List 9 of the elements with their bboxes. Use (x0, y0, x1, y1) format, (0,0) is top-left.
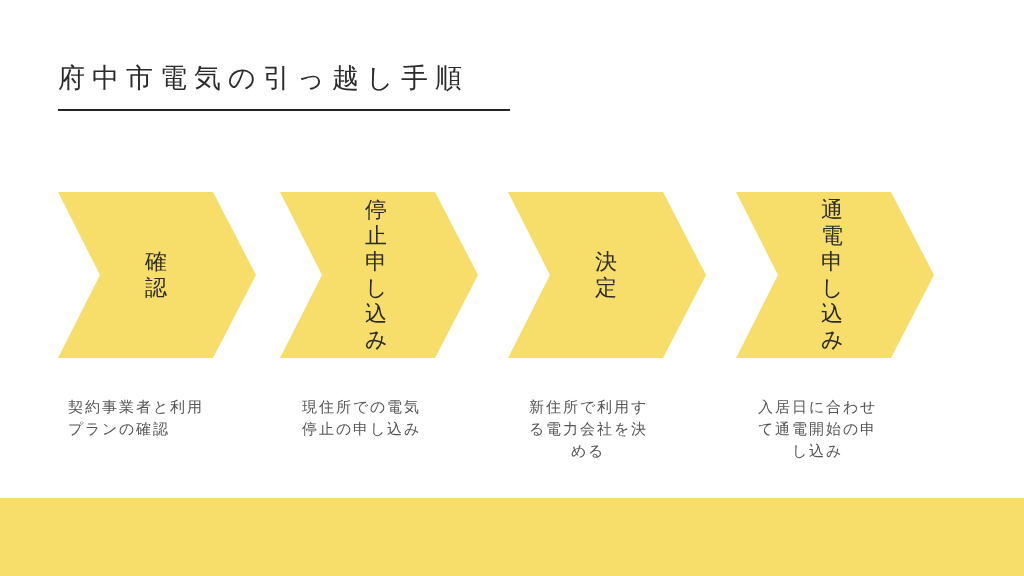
step-description: 契約事業者と利用プランの確認 (68, 397, 205, 440)
step-label: 停止申し込み (364, 197, 388, 353)
step-description: 現住所での電気停止の申し込み (302, 397, 422, 440)
step-label: 決定 (594, 249, 618, 301)
step-description: 入居日に合わせて通電開始の申し込み (757, 397, 877, 462)
step-description: 新住所で利用する電力会社を決める (528, 397, 648, 462)
title: 府中市電気の引っ越し手順 (58, 61, 469, 95)
step-label: 通電申し込み (820, 197, 844, 353)
step-label: 確認 (144, 249, 168, 301)
